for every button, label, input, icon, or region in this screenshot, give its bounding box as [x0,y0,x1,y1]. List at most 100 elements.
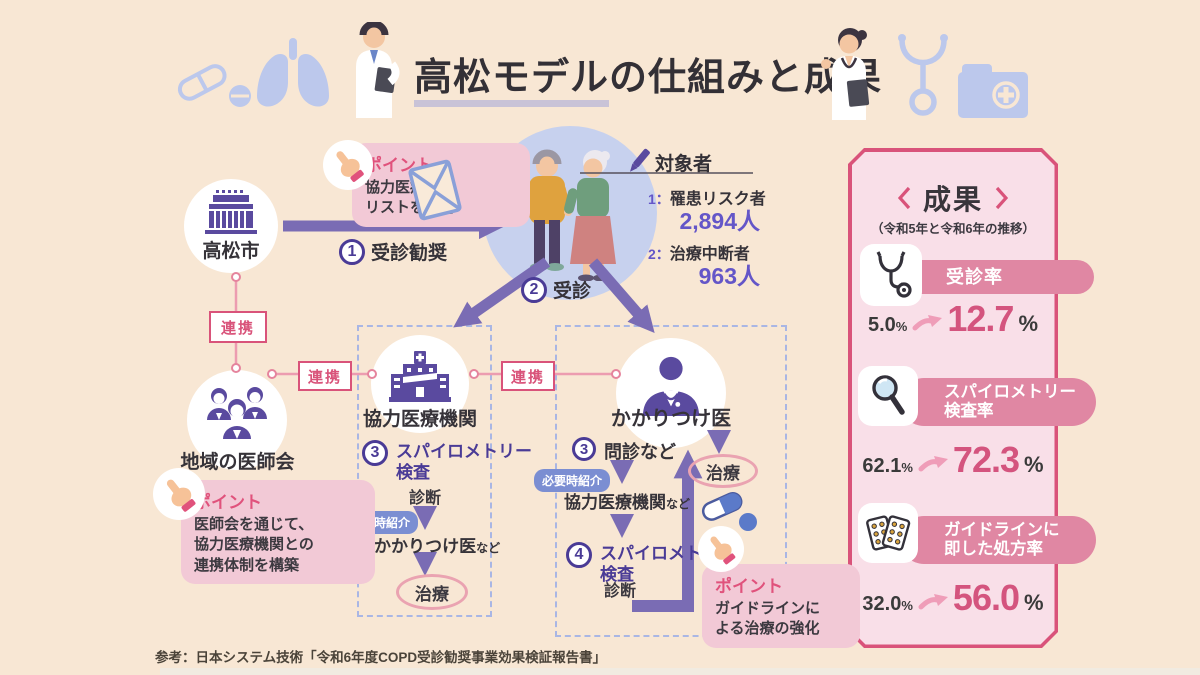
lungs-icon [257,38,329,107]
link-city-association: 連携 [209,311,267,343]
pointing-finger-icon [336,151,364,182]
family-doctor-label: かかりつけ医 [610,408,732,430]
flow-left-treatment-goal: 治療 [396,574,468,610]
step2-number: 2 [521,276,547,303]
result3-icon-tile [858,503,918,563]
results-title: 成果 [922,184,983,215]
target-item-2-index: 2： [648,246,670,262]
point2-text: 医師会を通じて、 協力医療機関との 連携体制を構築 [194,516,314,574]
target-item-2-label: 治療中断者 [669,246,750,263]
partner-flow-frame [357,325,492,617]
flow-right-step4: 4 [566,542,592,568]
point2-box: ポイント 医師会を通じて、 協力医療機関との 連携体制を構築 [181,480,375,584]
association-label: 地域の医師会 [180,452,295,473]
node-medical-association [187,370,287,470]
flow-right-diagnosis: 診断 [603,583,636,600]
point2-title: ポイント [194,493,262,512]
flow-right-referral-bubble: 必要時紹介 [534,469,611,492]
stethoscope-icon [876,251,912,298]
chevron-left-icon [897,186,911,210]
result3-before: 32.0% [862,593,913,615]
results-panel: 成果 （令和5年と令和6年の推移） 受診率 5.0% 12.7 [848,148,1096,648]
trend-up-arrow-icon [912,315,943,331]
trend-up-arrow-icon [918,456,948,472]
results-title-row: 成果 [848,178,1058,218]
link-label: 連携 [307,368,342,386]
pills-icon [177,64,251,107]
city-label: 高松市 [202,240,260,262]
flow-left-referral: かかりつけ医など [374,532,500,557]
node-family-doctor [616,338,726,448]
target-item-2: 2：治療中断者 [648,240,750,264]
flow-right-step3-number: 3 [572,437,596,461]
pen-icon [630,148,650,172]
treatment-label: 治療 [415,584,449,604]
page-title-highlight: 高松モデル [414,57,610,107]
flow-left-diagnosis: 診断 [408,490,441,507]
result2-after: 72.3 [952,439,1020,480]
blister-pack-icon [866,515,911,551]
medical-folder-icon [958,64,1028,118]
result1-before: 5.0% [867,314,908,336]
result2-after-unit: % [1024,452,1044,477]
medicine-pills-icon [701,492,757,531]
result1-after-unit: % [1018,311,1038,336]
result3-label: ガイドラインに 即した処方率 [900,516,1096,564]
bottom-strip [160,668,1200,675]
target-item-1-label: 罹患リスク者 [669,191,766,208]
magnifier-icon [872,375,905,415]
result2-values: 62.1% 72.3 % [848,439,1058,481]
result1-icon-tile [860,244,922,306]
node-partner-hospital [371,335,469,433]
target-title: 対象者 [655,154,713,175]
result3-after-unit: % [1024,590,1044,615]
trend-up-arrow-icon [918,594,948,610]
hospital-icon [389,351,451,402]
flow-right-referral-main: 協力医療機関 [563,493,666,512]
flow-right-step3: 3 [572,437,596,461]
link-label: 連携 [510,368,545,386]
doctor-male-illustration [356,22,400,118]
family-doctor-icon [642,356,700,416]
result3-after: 56.0 [952,577,1020,618]
point1-finger-badge [323,140,373,190]
city-hall-icon [205,189,257,234]
target-item-2-value: 963人 [698,263,760,289]
result3-values: 32.0% 56.0 % [848,577,1058,619]
flow-right-treatment-goal: 治療 [688,454,758,488]
elderly-couple-illustration [528,149,616,281]
link-association-partner: 連携 [298,361,352,391]
point2-finger-badge [153,468,205,520]
link-partner-family: 連携 [501,361,555,391]
envelope-icon [408,159,462,221]
node-takamatsu-city: 高松市 [184,179,278,273]
point3-finger-badge [698,526,744,572]
pointing-finger-icon [166,479,196,512]
result1-values: 5.0% 12.7 % [848,298,1058,340]
point3-text: ガイドラインに よる治療の強化 [715,600,821,638]
results-subtitle: （令和5年と令和6年の推移） [871,222,1035,236]
point3-title: ポイント [715,577,783,596]
flow-left-step3-number: 3 [362,440,388,466]
result1-after: 12.7 [947,298,1014,339]
flow-right-step4-number: 4 [566,542,592,568]
result2-label: スパイロメトリー 検査率 [900,378,1096,426]
step1-number: 1 [339,238,365,265]
partner-label: 協力医療機関 [362,409,477,430]
step1-label: 1 受診勧奨 [339,238,447,265]
step1-text: 受診勧奨 [371,243,448,264]
chevron-right-icon [995,186,1008,210]
result2-icon-tile [858,366,918,426]
result2-before: 62.1% [862,455,913,477]
point3-box: ポイント ガイドラインに よる治療の強化 [702,564,860,648]
result1-label: 受診率 [902,260,1094,294]
source-reference: 参考：日本システム技術「令和6年度COPD受診勧奨事業効果検証報告書」 [155,650,607,665]
flow-left-referral-suffix: など [476,541,501,555]
stethoscope-icon [898,34,948,116]
flow-left-step3-title: スパイロメトリー 検査 [396,442,532,483]
target-item-1-index: 1： [648,191,670,207]
target-item-1-value: 2,894人 [679,208,760,234]
flow-right-step3-title: 問診など [604,442,676,462]
doctors-group-icon [207,387,267,439]
